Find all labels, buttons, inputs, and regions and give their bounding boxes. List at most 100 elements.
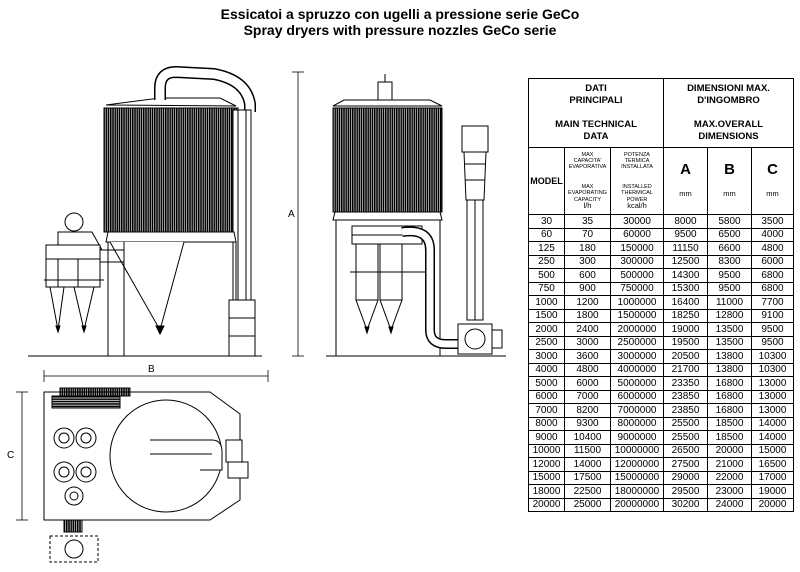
header-text: DIMENSIONS xyxy=(698,131,759,142)
table-cell: 3500 xyxy=(751,214,794,229)
table-cell: 12000 xyxy=(528,457,565,472)
table-cell: 13000 xyxy=(751,403,794,418)
table-cell: 20000 xyxy=(751,497,794,512)
table-cell: 6600 xyxy=(707,241,752,256)
table-cell: 5000000 xyxy=(610,376,664,391)
table-cell: 18250 xyxy=(663,308,708,323)
front-elevation-view: A xyxy=(28,65,304,357)
table-header-row-2: MODEL MAX CAPACITA' EVAPORATIVA MAX EVAP… xyxy=(528,147,794,215)
table-cell: 6800 xyxy=(751,281,794,296)
table-cell: 3000 xyxy=(564,335,611,350)
table-cell: 5000 xyxy=(528,376,565,391)
header-text: D'INGOMBRO xyxy=(697,95,760,106)
table-cell: 23000 xyxy=(707,484,752,499)
table-cell: 600 xyxy=(564,268,611,283)
table-cell: 19500 xyxy=(663,335,708,350)
table-cell: 35 xyxy=(564,214,611,229)
table-cell: 30 xyxy=(528,214,565,229)
table-cell: 8000 xyxy=(528,416,565,431)
table-cell: 500000 xyxy=(610,268,664,283)
table-cell: 15000 xyxy=(751,443,794,458)
table-cell: 27500 xyxy=(663,457,708,472)
table-cell: 14000 xyxy=(751,430,794,445)
table-cell: 9100 xyxy=(751,308,794,323)
table-cell: 8000 xyxy=(663,214,708,229)
table-cell: 18000000 xyxy=(610,484,664,499)
header-text: DIMENSIONI MAX. xyxy=(687,83,770,94)
table-cell: 7000 xyxy=(528,403,565,418)
dimensions-header: DIMENSIONI MAX. D'INGOMBRO MAX.OVERALL D… xyxy=(663,78,794,148)
plan-view: B C xyxy=(7,364,269,563)
table-cell: 2500 xyxy=(528,335,565,350)
table-cell: 1000000 xyxy=(610,295,664,310)
model-column-header: MODEL xyxy=(528,147,565,215)
table-cell: 9000000 xyxy=(610,430,664,445)
table-cell: 300000 xyxy=(610,254,664,269)
table-cell: 150000 xyxy=(610,241,664,256)
table-cell: 1500 xyxy=(528,308,565,323)
table-cell: 13500 xyxy=(707,322,752,337)
side-elevation-view xyxy=(326,74,506,357)
table-cell: 13000 xyxy=(751,376,794,391)
dimension-a-label: A xyxy=(288,209,295,220)
table-cell: 18500 xyxy=(707,416,752,431)
table-cell: 7000000 xyxy=(610,403,664,418)
table-cell: 3000000 xyxy=(610,349,664,364)
table-cell: 23850 xyxy=(663,403,708,418)
table-cell: 23350 xyxy=(663,376,708,391)
table-cell: 8200 xyxy=(564,403,611,418)
table-header-row-1: DATI PRINCIPALI MAIN TECHNICAL DATA DIME… xyxy=(528,78,794,148)
table-cell: 9500 xyxy=(663,227,708,242)
table-cell: 19000 xyxy=(663,322,708,337)
table-cell: 9500 xyxy=(751,322,794,337)
table-cell: 2400 xyxy=(564,322,611,337)
table-cell: 21000 xyxy=(707,457,752,472)
table-cell: 11150 xyxy=(663,241,708,256)
table-cell: 25000 xyxy=(564,497,611,512)
table-cell: 9500 xyxy=(751,335,794,350)
table-cell: 250 xyxy=(528,254,565,269)
spray-dryer-drawing: A xyxy=(7,65,506,563)
table-cell: 16800 xyxy=(707,389,752,404)
table-cell: 6800 xyxy=(751,268,794,283)
table-cell: 25500 xyxy=(663,430,708,445)
table-cell: 750000 xyxy=(610,281,664,296)
dimension-c-label: C xyxy=(7,450,14,461)
table-cell: 30000 xyxy=(610,214,664,229)
table-cell: 18500 xyxy=(707,430,752,445)
table-cell: 3000 xyxy=(528,349,565,364)
table-cell: 26500 xyxy=(663,443,708,458)
table-cell: 20500 xyxy=(663,349,708,364)
table-cell: 9000 xyxy=(528,430,565,445)
table-cell: 125 xyxy=(528,241,565,256)
table-cell: 9500 xyxy=(707,281,752,296)
table-cell: 9300 xyxy=(564,416,611,431)
table-cell: 14000 xyxy=(751,416,794,431)
dimension-b-label: B xyxy=(148,364,155,375)
table-cell: 2500000 xyxy=(610,335,664,350)
table-cell: 15300 xyxy=(663,281,708,296)
table-cell: 300 xyxy=(564,254,611,269)
table-cell: 180 xyxy=(564,241,611,256)
table-cell: 21700 xyxy=(663,362,708,377)
table-cell: 10000000 xyxy=(610,443,664,458)
main-data-header: DATI PRINCIPALI MAIN TECHNICAL DATA xyxy=(528,78,664,148)
table-cell: 10400 xyxy=(564,430,611,445)
table-cell: 8300 xyxy=(707,254,752,269)
